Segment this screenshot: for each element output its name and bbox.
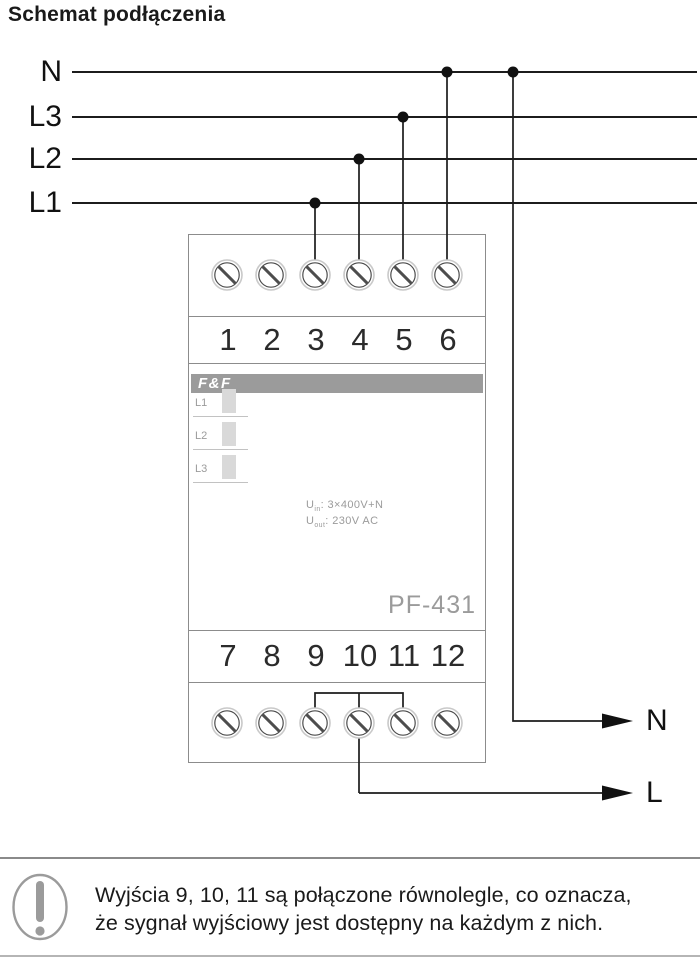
bottom-terminal-divider <box>189 682 485 683</box>
junction-dot-l1 <box>309 197 321 209</box>
junction-dot-l2 <box>353 153 365 165</box>
wire-n-output <box>512 72 607 722</box>
junction-dot-n1 <box>441 66 453 78</box>
led-underline-l3 <box>193 482 248 483</box>
bus-label-l3: L3 <box>28 100 62 133</box>
arrowhead-l-icon <box>602 785 633 801</box>
terminal-number-6: 6 <box>439 322 457 357</box>
output-label-l: L <box>646 776 663 809</box>
terminal-number-5: 5 <box>395 322 413 357</box>
terminal-number-9: 9 <box>307 638 325 673</box>
led-window-l2 <box>222 422 236 446</box>
brand-banner: F&F <box>191 374 483 393</box>
device-box: F&F 1 2 3 4 5 6 L1 L2 L3 Uin: 3×400V+N U… <box>188 234 486 763</box>
junction-dots <box>309 66 519 209</box>
bus-label-l1: L1 <box>28 186 62 219</box>
bus-lines <box>72 70 697 205</box>
terminal-number-7: 7 <box>219 638 237 673</box>
terminal-number-12: 12 <box>430 638 466 673</box>
led-label-l1: L1 <box>195 397 208 409</box>
spec-uout: Uout: 230V AC <box>306 515 379 530</box>
terminal-number-8: 8 <box>263 638 281 673</box>
led-window-l3 <box>222 455 236 479</box>
led-underline-l1 <box>193 416 248 417</box>
note-text-line1: Wyjścia 9, 10, 11 są połączone równolegl… <box>95 883 632 907</box>
bottom-border <box>0 955 700 957</box>
terminal-number-3: 3 <box>307 322 325 357</box>
brand-logo: F&F <box>198 375 232 392</box>
bus-label-n: N <box>40 55 62 88</box>
exclamation-icon <box>12 873 68 941</box>
terminal-number-2: 2 <box>263 322 281 357</box>
junction-dot-l3 <box>397 111 409 123</box>
model-label: PF-431 <box>388 591 476 619</box>
bottom-number-row-divider <box>189 630 485 631</box>
led-label-l3: L3 <box>195 463 208 475</box>
arrowheads <box>602 713 633 801</box>
top-terminal-divider <box>189 316 485 317</box>
bus-label-l2: L2 <box>28 142 62 175</box>
spec-uin: Uin: 3×400V+N <box>306 499 384 514</box>
note-text-line2: że sygnał wyjściowy jest dostępny na każ… <box>95 911 604 935</box>
junction-dot-n2 <box>507 66 519 78</box>
led-underline-l2 <box>193 449 248 450</box>
terminal-number-4: 4 <box>351 322 369 357</box>
top-number-row-divider <box>189 363 485 364</box>
terminal-number-1: 1 <box>219 322 237 357</box>
led-window-l1 <box>222 389 236 413</box>
led-label-l2: L2 <box>195 430 208 442</box>
terminal-number-11: 11 <box>387 638 421 673</box>
output-label-n: N <box>646 704 668 737</box>
terminal-number-10: 10 <box>342 638 378 673</box>
note-divider <box>0 857 700 859</box>
page-title: Schemat podłączenia <box>8 3 226 26</box>
arrowhead-n-icon <box>602 713 633 729</box>
